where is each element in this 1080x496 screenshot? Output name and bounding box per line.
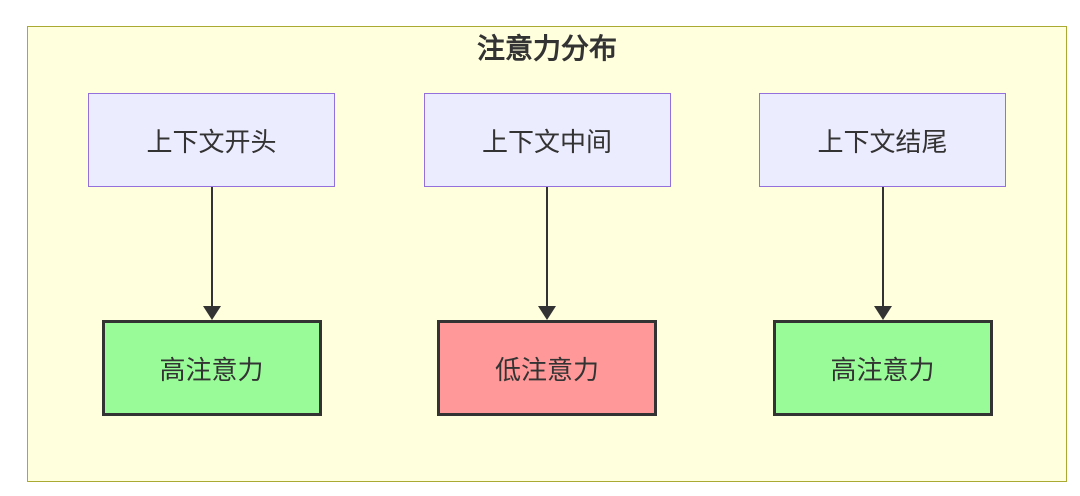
arrowhead-down-icon [202, 306, 221, 320]
arrow-down-connector [202, 187, 221, 320]
target-node-label: 低注意力 [494, 355, 599, 386]
column-context-start: 上下文开头 高注意力 [88, 93, 335, 416]
column-context-middle: 上下文中间 低注意力 [423, 93, 671, 416]
target-node-low-attention: 低注意力 [437, 320, 657, 416]
target-node-high-attention: 高注意力 [101, 320, 322, 416]
arrow-down-connector [538, 187, 556, 320]
arrow-line [210, 187, 213, 306]
source-node-label: 上下文结尾 [817, 127, 948, 158]
arrow-down-connector [873, 187, 892, 320]
target-node-label: 高注意力 [830, 355, 935, 386]
arrow-line [881, 187, 884, 306]
arrowhead-down-icon [873, 306, 892, 320]
diagram-title: 注意力分布 [476, 32, 617, 65]
source-node-label: 上下文中间 [481, 127, 612, 158]
source-node-label: 上下文开头 [146, 127, 277, 158]
source-node-context-middle: 上下文中间 [423, 93, 671, 187]
source-node-context-end: 上下文结尾 [759, 93, 1006, 187]
source-node-context-start: 上下文开头 [88, 93, 335, 187]
arrow-line [546, 187, 548, 306]
diagram-columns: 上下文开头 高注意力 上下文中间 低注意力 上下文结 [88, 93, 1006, 416]
arrowhead-down-icon [538, 306, 556, 320]
target-node-label: 高注意力 [159, 355, 264, 386]
diagram-canvas: 注意力分布 上下文开头 高注意力 上下文中间 低注意力 [27, 26, 1067, 482]
column-context-end: 上下文结尾 高注意力 [759, 93, 1006, 416]
target-node-high-attention: 高注意力 [772, 320, 993, 416]
